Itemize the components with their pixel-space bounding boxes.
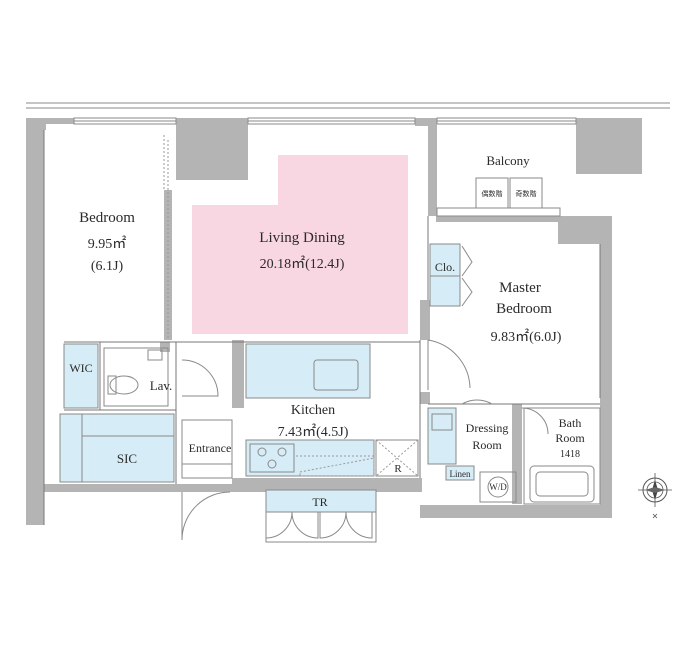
balcony-unit-right: 奇数階 xyxy=(516,189,537,198)
trunk-label: TR xyxy=(312,495,327,509)
kitchen-area: 7.43㎡(4.5J) xyxy=(278,424,349,440)
sic-storage xyxy=(59,413,175,483)
master-label-line2: Bedroom xyxy=(496,301,552,317)
sic-label: SIC xyxy=(117,451,137,466)
dressing-room xyxy=(427,399,517,503)
entrance-area xyxy=(181,359,233,541)
wic-label: WIC xyxy=(69,361,92,375)
bath-label-line1: Bath xyxy=(559,416,582,430)
closet-label: Clo. xyxy=(435,260,455,274)
bath-room xyxy=(521,407,601,505)
wic-storage xyxy=(63,343,99,409)
kitchen-fixtures xyxy=(245,343,419,477)
trunk-room xyxy=(265,489,377,543)
partitions xyxy=(43,130,601,525)
bedroom-tatami: (6.1J) xyxy=(91,259,124,274)
master-door-swing xyxy=(427,339,471,390)
living-label: Living Dining xyxy=(259,230,345,246)
dressing-label-line1: Dressing xyxy=(466,421,509,435)
living-dining-highlight xyxy=(192,155,408,334)
master-label-line1: Master xyxy=(499,280,541,296)
kitchen-label: Kitchen xyxy=(291,403,335,418)
balcony-units xyxy=(475,177,543,209)
windows xyxy=(73,117,577,217)
dressing-label-line2: Room xyxy=(472,438,502,452)
refrigerator-label: R xyxy=(394,463,402,475)
walls xyxy=(26,118,642,525)
bedroom-area: 9.95㎡ xyxy=(88,236,127,252)
bath-size: 1418 xyxy=(560,449,580,460)
entrance-label: Entrance xyxy=(189,441,232,455)
linen-label: Linen xyxy=(450,469,471,479)
site-boundary xyxy=(26,102,670,109)
master-closet xyxy=(429,243,473,307)
stove-burners-icon xyxy=(257,447,287,469)
bedroom-label: Bedroom xyxy=(79,210,135,226)
washer-label: W/D xyxy=(489,482,507,492)
balcony-label: Balcony xyxy=(486,153,530,168)
lavatory xyxy=(103,347,169,407)
living-area: 20.18㎡(12.4J) xyxy=(260,256,345,272)
master-area: 9.83㎡(6.0J) xyxy=(491,329,562,345)
compass-rose-icon xyxy=(638,473,672,519)
balcony-unit-left: 偶数階 xyxy=(482,189,503,198)
lav-label: Lav. xyxy=(150,378,173,393)
bath-label-line2: Room xyxy=(555,431,585,445)
